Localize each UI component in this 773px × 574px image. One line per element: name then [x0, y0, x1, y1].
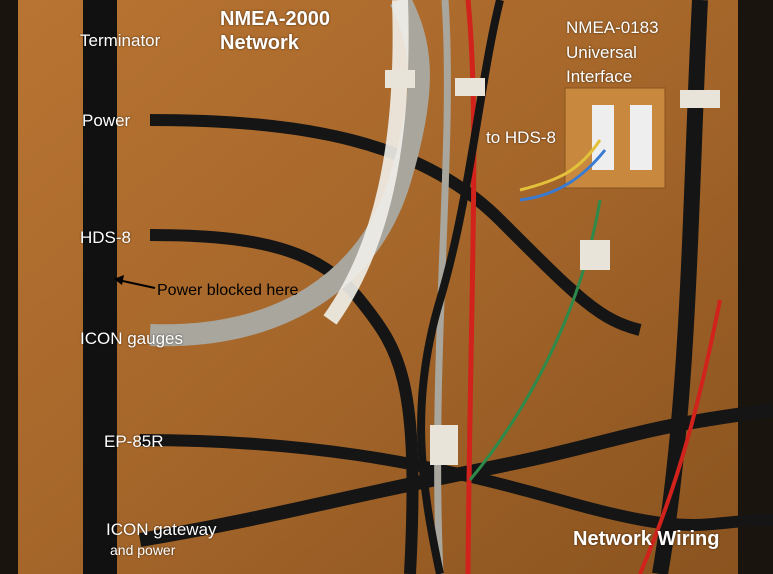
yellow-wire — [519, 139, 602, 192]
red-wire — [465, 0, 477, 574]
ep85r-label: EP-85R — [104, 432, 164, 451]
power-blocked-label: Power blocked here — [157, 282, 299, 299]
nmea0183-label-line2: Universal — [566, 43, 637, 62]
and-power-label: and power — [110, 542, 176, 558]
cable-clip — [455, 78, 485, 96]
power-label: Power — [82, 111, 131, 130]
right-black-cable — [652, 0, 708, 574]
grey-wire — [434, 0, 451, 574]
nmea2000-label-line2: Network — [220, 32, 299, 54]
icon-gateway-label: ICON gateway — [106, 520, 217, 539]
hds8-label: HDS-8 — [80, 228, 132, 247]
cable-clip — [385, 70, 415, 88]
network-wiring-label: Network Wiring — [573, 528, 720, 550]
terminal-strip-right — [630, 105, 652, 170]
terminal-strip-left — [592, 105, 614, 170]
terminator-label: Terminator — [80, 31, 161, 50]
arrow-head-icon — [114, 275, 124, 285]
white-sleeve — [323, 0, 409, 325]
icon-gauges-label: ICON gauges — [80, 329, 183, 348]
grey-cable — [149, 0, 430, 347]
nmea0183-label-line3: Interface — [566, 67, 633, 86]
hds8-drop-cable — [149, 229, 419, 574]
nmea2000-label-line1: NMEA-2000 — [220, 8, 331, 30]
cable-clip — [680, 90, 720, 108]
arrow-line — [117, 279, 156, 289]
cable-clip — [580, 240, 610, 270]
blue-wire — [519, 149, 607, 202]
to-hds8-label: to HDS-8 — [486, 128, 556, 147]
nmea0183-label-line1: NMEA-0183 — [566, 18, 659, 37]
right-red-wire — [638, 299, 722, 574]
ep85r-drop-cable — [139, 434, 773, 531]
cable-clip — [430, 425, 458, 465]
